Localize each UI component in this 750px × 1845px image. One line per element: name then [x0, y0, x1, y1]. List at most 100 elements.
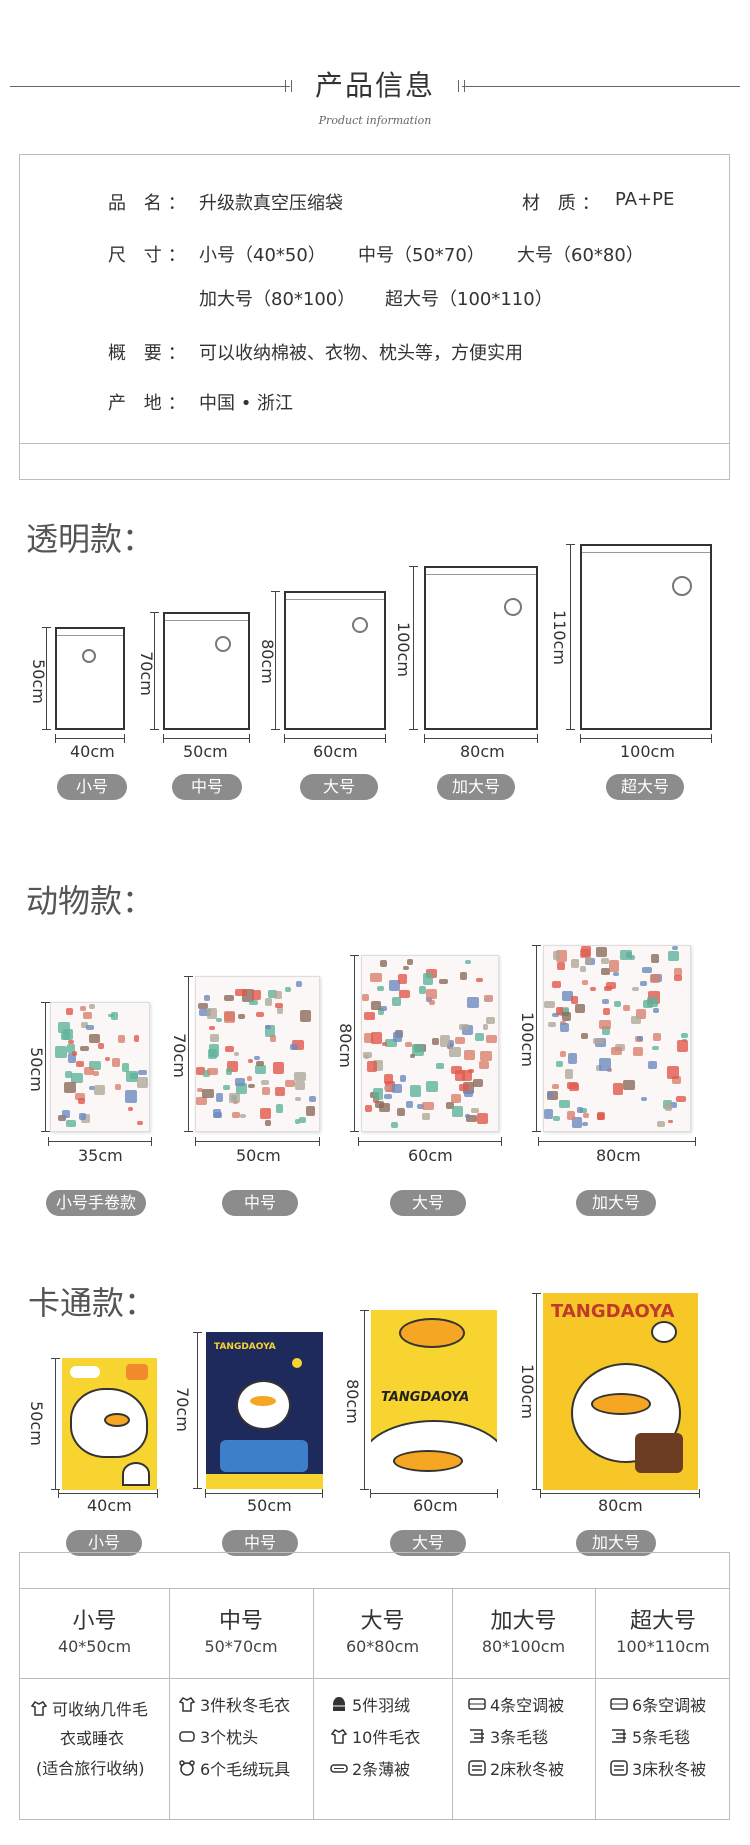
- info-origin-label: 产 地：: [108, 393, 192, 414]
- animal-print-motif: [74, 1093, 85, 1101]
- animal-print-motif: [206, 1007, 217, 1019]
- dim-height: [51, 1358, 60, 1490]
- animal-print-motif: [259, 1107, 271, 1120]
- animal-print-motif: [198, 1009, 211, 1017]
- info-summary-label: 概 要：: [108, 343, 192, 364]
- dim-height: [360, 1310, 369, 1490]
- table-cell: 5条毛毯: [610, 1724, 690, 1748]
- animal-print-motif: [264, 1025, 275, 1037]
- info-size-xl: 加大号（80*100）: [199, 289, 356, 310]
- header-tick: [285, 80, 286, 92]
- table-cell: 2床秋冬被: [468, 1756, 564, 1780]
- animal-print-motif: [215, 1093, 224, 1102]
- animal-print-motif: [372, 1088, 383, 1101]
- animal-print-motif: [196, 1067, 205, 1075]
- animal-print-motif: [482, 1024, 489, 1031]
- bag-width-label: 60cm: [408, 1146, 453, 1165]
- animal-print-motif: [366, 1061, 378, 1073]
- bag-width-label: 80cm: [596, 1146, 641, 1165]
- dim-height: [566, 544, 575, 730]
- pillow-icon: [179, 1731, 195, 1742]
- animal-print-motif: [267, 990, 277, 998]
- dim-height: [271, 591, 280, 730]
- animal-print-motif: [370, 972, 382, 983]
- animal-print-motif: [426, 1080, 438, 1092]
- animal-print-motif: [235, 988, 247, 997]
- animal-print-motif: [630, 1015, 642, 1024]
- animal-print-motif: [264, 1119, 271, 1126]
- animal-print-motif: [88, 1060, 101, 1070]
- animal-print-motif: [432, 1037, 440, 1045]
- animal-print-motif: [384, 1086, 390, 1090]
- bag-height-label: 80cm: [342, 1379, 362, 1424]
- animal-print-motif: [269, 1035, 277, 1043]
- dim-width: [284, 734, 386, 743]
- info-origin-value: 中国 • 浙江: [199, 393, 294, 414]
- animal-print-motif: [580, 1032, 589, 1040]
- animal-print-motif: [377, 986, 385, 991]
- dim-width: [55, 734, 125, 743]
- animal-print-motif: [671, 1101, 678, 1108]
- table-cell: 2条薄被: [330, 1756, 410, 1780]
- animal-print-motif: [396, 1107, 405, 1117]
- animal-print-motif: [264, 1025, 272, 1030]
- size-pill: 超大号: [606, 774, 684, 800]
- animal-print-motif: [664, 1103, 672, 1111]
- animal-print-motif: [562, 991, 573, 1002]
- table-cell: 3床秋冬被: [610, 1756, 706, 1780]
- dim-width: [163, 734, 250, 743]
- cartoon-bag-medium: TANGDAOYA: [206, 1332, 323, 1489]
- capacity-table: 小号 40*50cm 中号 50*70cm 大号 60*80cm 加大号 80*…: [19, 1588, 730, 1820]
- animal-print-motif: [381, 1042, 388, 1047]
- animal-print-motif: [294, 1081, 305, 1090]
- size-pill: 加大号: [437, 774, 515, 800]
- animal-print-motif: [458, 1023, 470, 1030]
- animal-print-motif: [580, 946, 591, 958]
- animal-print-motif: [459, 1084, 470, 1091]
- animal-print-motif: [447, 1040, 455, 1048]
- animal-print-motif: [254, 1056, 260, 1061]
- animal-print-motif: [256, 1060, 264, 1066]
- dim-height: [193, 1332, 202, 1489]
- info-size-large: 大号（60*80）: [517, 245, 644, 266]
- bag-width-label: 35cm: [78, 1146, 123, 1165]
- animal-print-motif: [463, 1089, 474, 1098]
- animal-print-motif: [581, 1121, 589, 1127]
- animal-print-motif: [276, 1006, 284, 1014]
- animal-print-motif: [436, 1063, 445, 1069]
- animal-print-motif: [275, 1103, 284, 1113]
- animal-print-motif: [133, 1035, 140, 1042]
- animal-print-motif: [446, 1102, 454, 1109]
- folded-blanket-icon: [612, 1729, 626, 1743]
- size-pill: 大号: [390, 1190, 466, 1216]
- animal-print-motif: [544, 1000, 555, 1008]
- animal-print-motif: [237, 1013, 246, 1019]
- header-tick: [458, 80, 459, 92]
- info-name-label: 品 名：: [108, 193, 192, 214]
- dim-width: [195, 1137, 320, 1146]
- bag-width-label: 40cm: [87, 1496, 132, 1515]
- animal-print-motif: [486, 1034, 497, 1043]
- animal-print-motif: [136, 1077, 149, 1088]
- animal-print-motif: [71, 1050, 78, 1056]
- table-cell: 3件秋冬毛衣: [178, 1692, 290, 1716]
- size-pill: 加大号: [576, 1190, 656, 1216]
- animal-print-motif: [676, 1040, 689, 1052]
- valve-icon: [215, 636, 231, 652]
- brand-label: TANGDAOYA: [551, 1301, 675, 1322]
- animal-print-motif: [393, 1031, 403, 1042]
- animal-print-motif: [383, 1074, 394, 1085]
- animal-print-motif: [623, 1079, 635, 1091]
- animal-print-motif: [428, 1000, 435, 1005]
- animal-print-motif: [285, 1080, 296, 1087]
- info-summary-value: 可以收纳棉被、衣物、枕头等，方便实用: [199, 343, 523, 364]
- animal-print-motif: [553, 1116, 561, 1121]
- animal-print-motif: [452, 1106, 464, 1118]
- animal-print-motif: [380, 1005, 388, 1011]
- animal-print-motif: [589, 986, 596, 991]
- animal-print-motif: [479, 1061, 490, 1069]
- animal-print-motif: [544, 1109, 553, 1120]
- animal-print-motif: [464, 1113, 471, 1118]
- animal-print-motif: [290, 1044, 298, 1051]
- bag-height-label: 80cm: [257, 639, 277, 684]
